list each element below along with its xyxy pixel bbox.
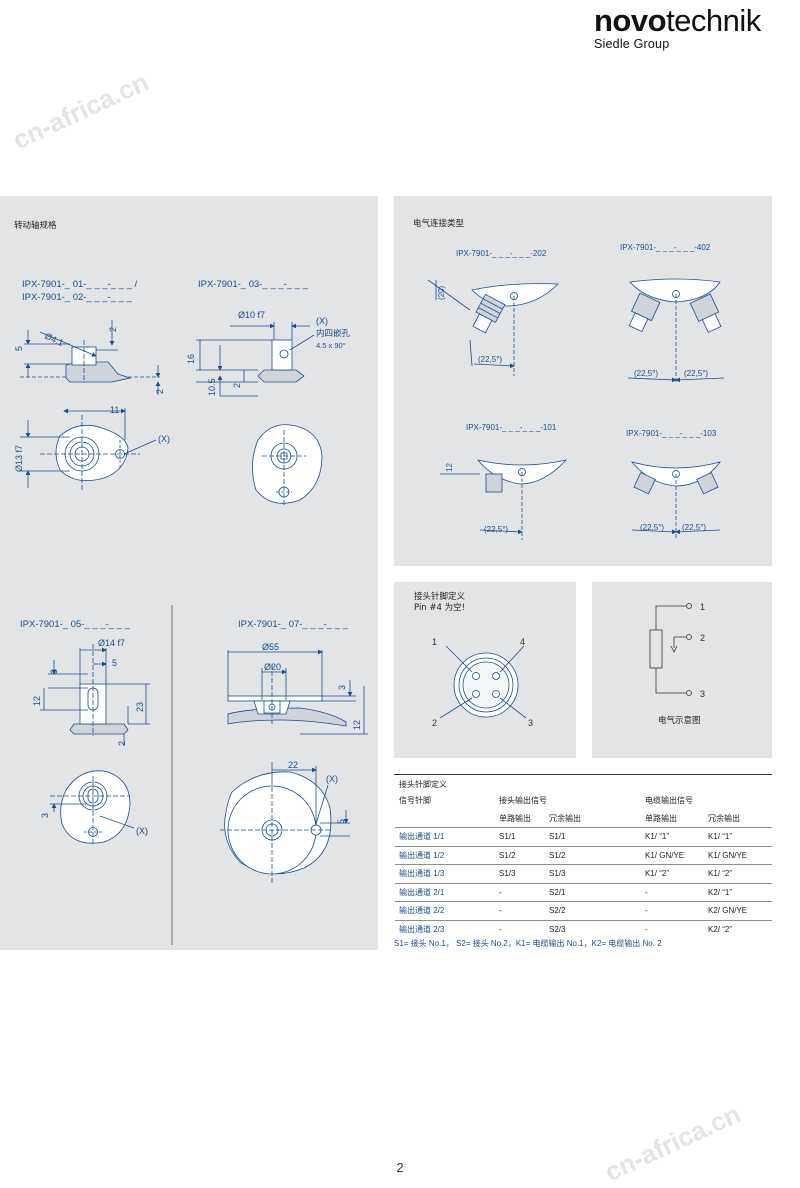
title-07: IPX-7901-_ 07-_ _ _-_ _ _ <box>238 619 349 630</box>
mark-x-05: (X) <box>136 826 148 836</box>
terminal-2: 2 <box>700 633 705 643</box>
drawing-01-side <box>20 320 161 395</box>
hex-note: 内四嵌孔 <box>316 328 351 338</box>
connector-face: 1 4 2 3 <box>432 637 533 728</box>
angle-402-left: (22,5°) <box>634 369 658 378</box>
dim-2b: 2 <box>155 389 165 394</box>
dim-5: 5 <box>14 346 24 351</box>
angle-103-right: (22,5°) <box>682 523 706 532</box>
col-signal-pin: 信号针脚 <box>399 796 431 806</box>
dim-d13: Ø13 f7 <box>14 445 24 472</box>
schematic-panel <box>592 582 772 758</box>
table-row: 输出通道 2/1-S2/1-K2/ “1” <box>395 882 772 902</box>
dim-2c: 2 <box>232 383 242 388</box>
dim-16: 16 <box>186 354 196 364</box>
shaft-drawings: IPX-7901-_ 01-_ _ _-_ _ _ / IPX-7901-_ 0… <box>14 279 368 945</box>
dim-2d: 2 <box>117 741 127 746</box>
dim-22: 22 <box>288 760 298 770</box>
title-02: IPX-7901-_ 02-_ _ _-_ _ _ <box>22 292 133 303</box>
conn-101-label: IPX-7901-_ _ _-_ _ _-101 <box>466 423 557 432</box>
company-logo: novotechnik Siedle Group <box>594 5 784 55</box>
pin-definition-table: 接头针脚定义 信号针脚 接头输出信号 电缆输出信号 单路输出 冗余输出 单路输出… <box>395 776 772 938</box>
dim-12a: 12 <box>32 696 42 706</box>
dim-20-paren: (20) <box>437 285 446 300</box>
dim-3a: 3 <box>49 669 59 674</box>
dim-3b: 3 <box>40 813 50 818</box>
pin-3: 3 <box>528 718 533 728</box>
connector-202 <box>427 279 559 376</box>
conn-202-label: IPX-7901-_ _ _-_ _ _-202 <box>456 249 547 258</box>
hex-size: 4.5 x 90° <box>316 341 346 350</box>
connector-402 <box>627 278 725 384</box>
angle-202: (22,5°) <box>478 355 502 364</box>
watermark-top: cn-africa.cn <box>8 66 153 156</box>
dim-dia-41: Ø4.1 <box>43 331 65 348</box>
terminal-1: 1 <box>700 602 705 612</box>
title-05: IPX-7901-_ 05-_ _ _-_ _ _ <box>20 619 131 630</box>
table-top-rule <box>394 774 772 775</box>
pin-note: Pin #4 为空! <box>414 603 466 613</box>
dim-105: 10.5 <box>207 378 217 396</box>
connection-panel <box>394 196 772 566</box>
dim-11: 11 <box>110 405 119 415</box>
dim-d20: Ø20 <box>264 662 281 672</box>
logo-subtitle: Siedle Group <box>594 37 670 51</box>
dim-2a: 2 <box>108 327 118 332</box>
table-title: 接头针脚定义 <box>399 779 447 789</box>
drawing-03-side <box>196 322 315 397</box>
schematic-label: 电气示意图 <box>658 716 701 726</box>
potentiometer-schematic: 1 2 3 <box>649 602 705 699</box>
col-cable-output: 电缆输出信号 <box>645 796 693 806</box>
dim-12-101: 12 <box>445 463 454 472</box>
connector-103 <box>630 461 722 538</box>
dim-3c: 3 <box>337 685 347 690</box>
pin-4: 4 <box>520 637 525 647</box>
dim-23: 23 <box>135 702 145 712</box>
conn-103-label: IPX-7901-_ _ _-_ _ _-103 <box>626 429 717 438</box>
mark-x-03: (X) <box>316 316 328 326</box>
conn-402-label: IPX-7901-_ _ _-_ _ _-402 <box>620 243 711 252</box>
col-single-2: 单路输出 <box>645 813 677 823</box>
connector-101 <box>440 459 568 540</box>
logo-wordmark: novotechnik <box>594 3 761 38</box>
col-connector-output: 接头输出信号 <box>499 796 547 806</box>
drawing-03-top <box>252 424 323 505</box>
table-legend: S1= 接头 No.1， S2= 接头 No.2，K1= 电缆输出 No.1，K… <box>394 939 662 948</box>
title-03: IPX-7901-_ 03-_ _ _-_ _ _ <box>198 279 309 290</box>
drawing-05-top <box>50 770 135 846</box>
title-01: IPX-7901-_ 01-_ _ _-_ _ _ / <box>22 279 137 290</box>
dim-5c: 5 <box>336 819 346 824</box>
page-number: 2 <box>396 1160 404 1175</box>
drawing-07-top <box>220 762 350 884</box>
mark-x-01: (X) <box>158 434 170 444</box>
table-row: 输出通道 2/3-S2/3-K2/ “2” <box>395 919 772 938</box>
connection-title: 电气连接类型 <box>413 219 465 229</box>
connection-drawings: IPX-7901-_ _ _-_ _ _-202 IPX-7901-_ _ _-… <box>427 243 725 540</box>
drawing-01-top <box>20 408 157 492</box>
col-redundant-1: 冗余输出 <box>549 813 581 823</box>
pin-1: 1 <box>432 637 437 647</box>
dim-12b: 12 <box>352 720 362 730</box>
shaft-spec-title: 转动轴规格 <box>14 221 57 231</box>
pin-2: 2 <box>432 718 437 728</box>
terminal-3: 3 <box>700 689 705 699</box>
pin-title: 接头针脚定义 <box>414 592 466 602</box>
dim-d55: Ø55 <box>262 642 279 652</box>
angle-101: (22,5°) <box>484 525 508 534</box>
drawing-07-side <box>227 649 368 735</box>
angle-402-right: (22,5°) <box>684 369 708 378</box>
table-row: 输出通道 2/2-S2/2-K2/ GN/YE <box>395 901 772 920</box>
angle-103-left: (22,5°) <box>640 523 664 532</box>
dim-5b: 5 <box>112 658 117 668</box>
drawing-05-side <box>40 644 150 746</box>
mark-x-07: (X) <box>326 774 338 784</box>
dim-d14: Ø14 f7 <box>98 638 125 648</box>
dim-d10: Ø10 f7 <box>238 310 265 320</box>
col-single-1: 单路输出 <box>499 813 531 823</box>
col-redundant-2: 冗余输出 <box>708 813 740 823</box>
